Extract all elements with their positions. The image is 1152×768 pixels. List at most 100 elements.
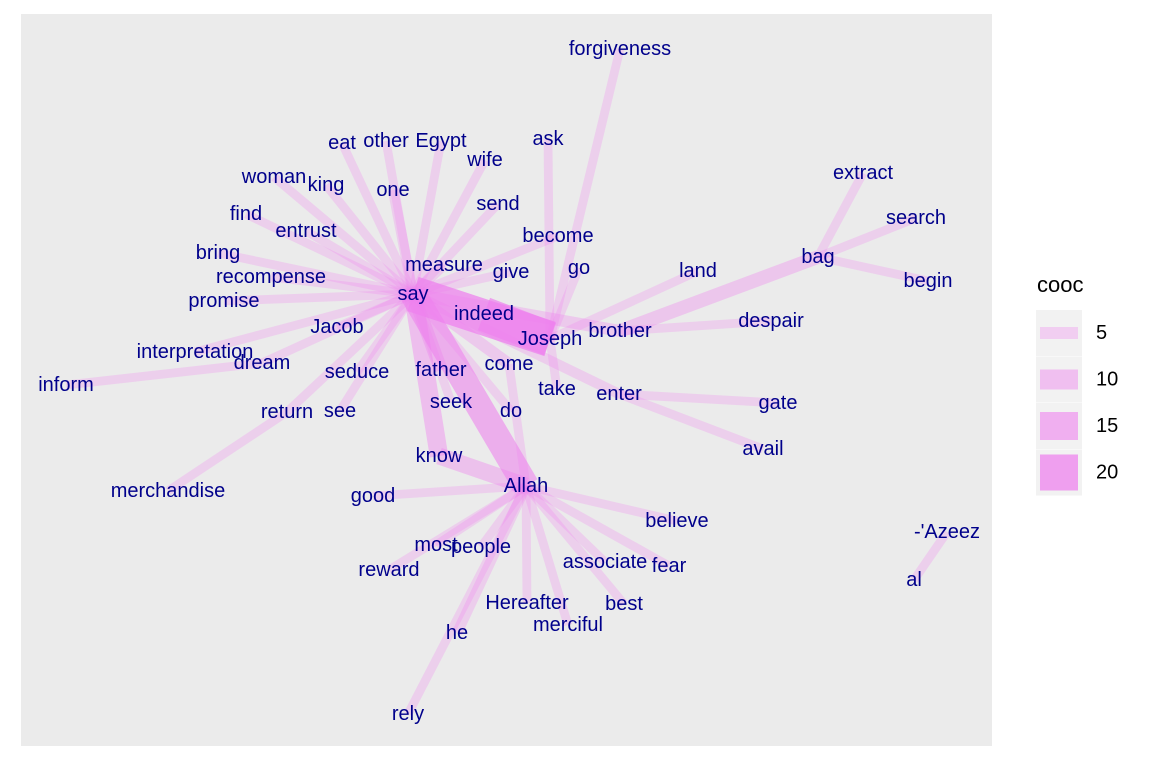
- edge-Allah-fear: [523, 482, 672, 570]
- node-label-azeez: -'Azeez: [914, 521, 980, 543]
- edge-Allah-Hereafter: [521, 485, 532, 604]
- legend-key-label: 10: [1096, 369, 1118, 391]
- edge-Joseph-ask: [543, 138, 555, 340]
- node-label-wife: wife: [466, 149, 503, 171]
- edge-say-know: [403, 292, 449, 458]
- edge-know-Allah: [436, 448, 529, 494]
- node-label-go: go: [568, 257, 590, 279]
- edge-say-do: [409, 291, 515, 414]
- node-label-inform: inform: [38, 374, 94, 396]
- node-label-see: see: [324, 400, 356, 422]
- edge-Allah-associate: [522, 482, 609, 566]
- node-label-extract: extract: [833, 162, 893, 184]
- edge-say-eat: [338, 141, 417, 296]
- node-label-come: come: [485, 353, 534, 375]
- edge-dream-inform: [65, 358, 263, 390]
- node-label-believe: believe: [645, 510, 708, 532]
- node-label-bring: bring: [196, 242, 240, 264]
- legend-key-label: 15: [1096, 415, 1118, 437]
- edge-say-see: [336, 291, 417, 414]
- node-label-begin: begin: [904, 270, 953, 292]
- edge-bag-brother: [617, 250, 821, 338]
- edge-Joseph-go: [545, 266, 584, 341]
- node-label-know: know: [416, 445, 463, 467]
- node-label-interpretation: interpretation: [137, 341, 254, 363]
- edge-say-Egypt: [408, 140, 446, 295]
- node-label-dream: dream: [234, 352, 291, 374]
- node-label-seduce: seduce: [325, 361, 390, 383]
- plot-panel: [21, 14, 992, 746]
- node-label-measure: measure: [405, 254, 483, 276]
- edge-bag-search: [816, 213, 918, 262]
- node-label-eat: eat: [328, 132, 356, 154]
- node-label-allah: Allah: [504, 475, 548, 497]
- edge-Allah-believe: [525, 481, 678, 526]
- node-label-most: most: [414, 534, 458, 556]
- node-label-father: father: [415, 359, 466, 381]
- edge-Allah-people: [477, 483, 530, 550]
- node-label-bag: bag: [801, 246, 834, 268]
- node-label-merchandise: merchandise: [111, 480, 226, 502]
- node-label-associate: associate: [563, 551, 648, 573]
- edge-Allah-most: [433, 482, 529, 549]
- node-label-take: take: [538, 378, 576, 400]
- node-label-other: other: [363, 130, 409, 152]
- edge-Joseph-take: [545, 338, 562, 390]
- edge-indeed-Joseph: [477, 297, 557, 356]
- edge-bag-begin: [817, 252, 929, 286]
- node-label-return: return: [261, 401, 313, 423]
- node-label-joseph: Joseph: [518, 328, 583, 350]
- edge-say-bring: [217, 248, 414, 299]
- node-label-best: best: [605, 593, 643, 615]
- legend-key-label: 20: [1096, 462, 1118, 484]
- edge-say-recompense: [270, 272, 414, 299]
- node-label-give: give: [493, 261, 530, 283]
- node-label-king: king: [308, 174, 345, 196]
- node-label-become: become: [522, 225, 593, 247]
- node-label-fear: fear: [652, 555, 687, 577]
- node-label-find: find: [230, 203, 262, 225]
- edge-enter-avail: [617, 389, 765, 454]
- edge-say-woman: [271, 173, 416, 298]
- node-label-gate: gate: [759, 392, 798, 414]
- edge-say-become: [411, 231, 560, 299]
- edge-Allah-he: [452, 483, 531, 636]
- edge-Joseph-land: [548, 267, 700, 343]
- node-label-ask: ask: [532, 128, 564, 150]
- node-label-jacob: Jacob: [310, 316, 363, 338]
- node-label-promise: promise: [188, 290, 259, 312]
- edge-Allah-best: [522, 483, 628, 607]
- edge-say-enter: [410, 289, 622, 399]
- edge-say-give: [412, 267, 512, 299]
- node-label-land: land: [679, 260, 717, 282]
- node-label-merciful: merciful: [533, 614, 603, 636]
- node-label-reward: reward: [358, 559, 419, 581]
- edge-Allah-rely: [404, 483, 530, 717]
- legend-key-background: [1036, 356, 1082, 403]
- node-label-rely: rely: [392, 703, 424, 725]
- edge-say-other: [381, 140, 418, 295]
- edge-say-Jacob: [335, 289, 415, 332]
- node-label-do: do: [500, 400, 522, 422]
- legend-title: cooc: [1037, 272, 1083, 297]
- edge-say-entrust: [303, 227, 416, 298]
- edge-say-seek: [408, 292, 456, 404]
- edge-say-seduce: [353, 291, 417, 375]
- node-label-despair: despair: [738, 310, 804, 332]
- edge-Azeez-al: [910, 529, 951, 583]
- node-label-people: people: [451, 536, 511, 558]
- edge-say-Allah: [401, 287, 538, 493]
- edge-layer: [65, 47, 951, 717]
- edge-say-brother: [411, 288, 622, 337]
- edge-say-dream: [260, 289, 415, 368]
- edge-Allah-good: [372, 481, 527, 501]
- edge-return-merchandise: [165, 408, 290, 495]
- node-label-he: he: [446, 622, 468, 644]
- node-label-recompense: recompense: [216, 266, 326, 288]
- node-label-entrust: entrust: [275, 220, 337, 242]
- edge-say-return: [283, 290, 417, 416]
- node-label-send: send: [476, 193, 519, 215]
